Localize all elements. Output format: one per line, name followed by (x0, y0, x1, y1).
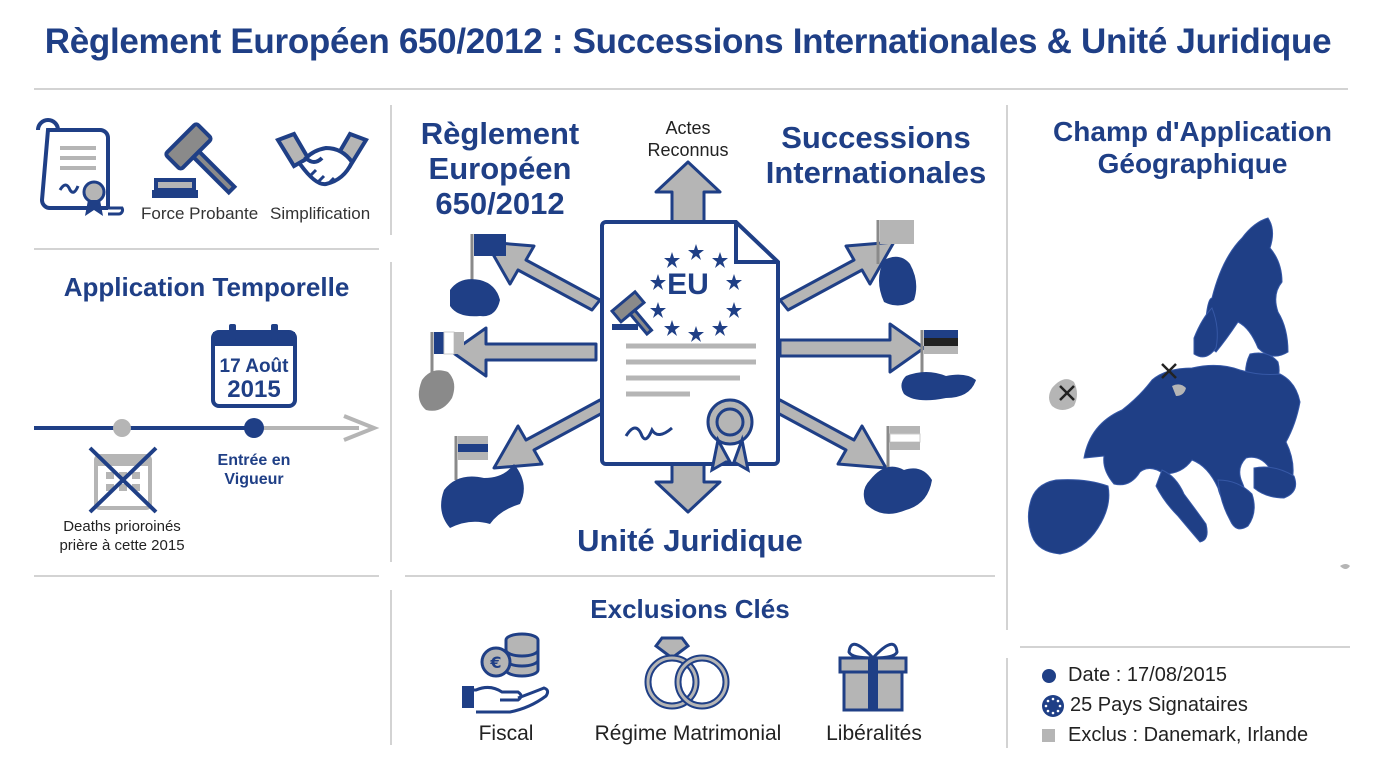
gavel-icon (152, 122, 238, 198)
flag-ireland-icon (418, 331, 464, 411)
entry-label-2: Vigueur (224, 471, 284, 488)
center-right-heading-2: Internationales (765, 155, 987, 190)
center-divider (405, 575, 995, 577)
exclusion-fiscal: Fiscal (478, 722, 534, 745)
eu-stars-icon (1042, 694, 1064, 717)
arrows-diagram (418, 160, 976, 528)
legend-dot-icon (1042, 668, 1056, 683)
col-divider-2b (1006, 658, 1008, 748)
col-divider-1c (390, 590, 392, 745)
document-eu-badge: EU (667, 268, 709, 301)
calendar-icon (211, 324, 297, 408)
top-label-1: Actes (665, 118, 711, 138)
legend-signatories-text: 25 Pays Signataires (1070, 694, 1248, 716)
prior-label-2: prière à cette 2015 (59, 537, 185, 554)
europe-map (1027, 217, 1350, 569)
legend-signatories: 25 Pays Signataires (1042, 694, 1248, 717)
flag-europe-icon (441, 436, 524, 528)
crossed-calendar-icon (88, 446, 158, 514)
left-divider-2 (34, 575, 379, 577)
simplification-label: Simplification (270, 204, 371, 223)
col-divider-1 (390, 105, 392, 235)
flag-netherlands-icon (863, 426, 932, 514)
center-right-heading-1: Successions (781, 120, 971, 155)
legend-gray-square-icon (1042, 729, 1055, 742)
center-left-heading-1: Règlement (420, 116, 580, 151)
legend-date: Date : 17/08/2015 (1042, 664, 1227, 687)
flag-poland-icon (450, 234, 506, 317)
right-divider (1020, 646, 1350, 648)
center-left-heading-3: 650/2012 (435, 186, 565, 221)
ireland-shape (1049, 379, 1077, 410)
flag-estonia-icon (901, 330, 976, 401)
prior-label-1: Deaths prioroinés (63, 518, 181, 535)
map-heading-2: Géographique (1097, 148, 1288, 179)
entry-label-1: Entrée en (217, 452, 291, 469)
col-divider-2 (1006, 105, 1008, 630)
title-divider (34, 88, 1348, 90)
handshake-icon (275, 131, 369, 187)
timeline (34, 414, 380, 442)
page-title: Règlement Européen 650/2012 : Succession… (44, 22, 1332, 61)
force-probante-label: Force Probante (141, 204, 259, 223)
center-bottom-heading: Unité Juridique (577, 523, 803, 558)
legend-excluded-text: Exclus : Danemark, Irlande (1068, 724, 1309, 746)
flag-germany-icon (876, 220, 917, 306)
map-heading-1: Champ d'Application (1053, 116, 1332, 147)
calendar-day: 17 Août (219, 356, 289, 377)
exclusion-liberalites: Libéralités (826, 722, 922, 745)
calendar-year: 2015 (227, 376, 281, 403)
scroll-certificate-icon (36, 118, 125, 216)
temporal-heading: Application Temporelle (63, 272, 350, 302)
coins-hand-icon: € (462, 632, 550, 714)
gift-icon (838, 642, 908, 712)
col-divider-1b (390, 262, 392, 562)
center-left-heading-2: Européen (428, 151, 572, 186)
left-divider-1 (34, 248, 379, 250)
exclusion-matrimonial: Régime Matrimonial (594, 722, 782, 745)
legend-date-text: Date : 17/08/2015 (1068, 664, 1228, 686)
legend-excluded: Exclus : Danemark, Irlande (1042, 724, 1308, 747)
svg-text:€: € (489, 653, 501, 672)
exclusions-heading: Exclusions Clés (590, 594, 790, 624)
top-label-2: Reconnus (647, 140, 729, 160)
wedding-rings-icon (644, 636, 730, 710)
